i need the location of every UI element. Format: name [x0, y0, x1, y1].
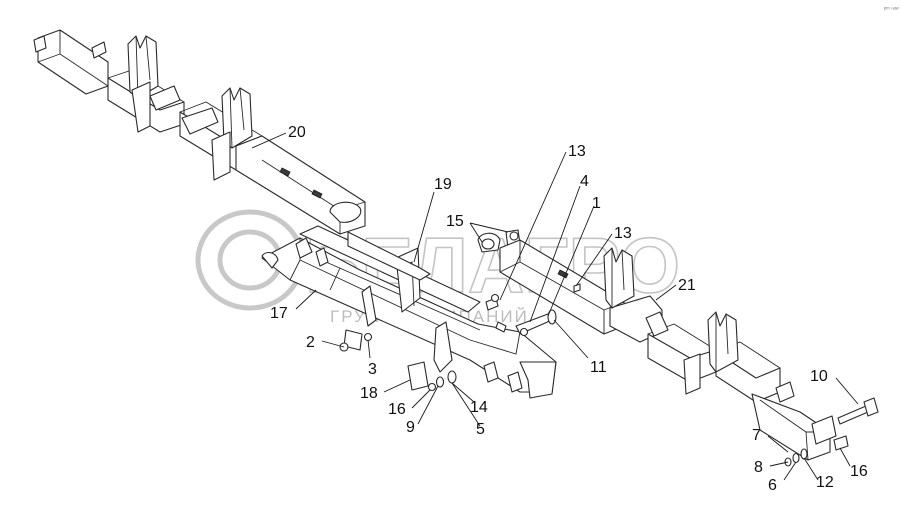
- callout-6: 6: [768, 477, 777, 494]
- callout-13-mid: 13: [614, 225, 632, 242]
- leader-lines: [251, 132, 859, 481]
- main-beam-left: [33, 29, 366, 235]
- callout-11: 11: [590, 359, 607, 376]
- callout-14: 14: [470, 399, 488, 416]
- callout-20: 20: [288, 124, 306, 141]
- callout-15: 15: [446, 213, 464, 230]
- callouts: 20 19 13 4 1 15 13 21 17 2 3 18 16 9 14 …: [270, 124, 868, 494]
- callout-4: 4: [580, 173, 589, 190]
- callout-16-left: 16: [388, 401, 406, 418]
- callout-3: 3: [368, 361, 377, 378]
- corner-mark: ᵖᵐ ⁿᵃʷ: [884, 6, 899, 13]
- callout-10: 10: [810, 368, 828, 385]
- callout-13-top: 13: [568, 143, 586, 160]
- callout-1: 1: [592, 195, 601, 212]
- right-hardware: [573, 283, 879, 467]
- callout-19: 19: [434, 176, 452, 193]
- hanger-and-fasteners: [339, 285, 557, 392]
- mounting-brackets-left: [127, 35, 253, 181]
- callout-8: 8: [754, 459, 763, 476]
- vertical-bracket: [347, 231, 431, 313]
- mounting-brackets-right: [603, 247, 795, 403]
- callout-7: 7: [752, 427, 761, 444]
- callout-5: 5: [476, 421, 485, 438]
- callout-9: 9: [406, 419, 415, 436]
- callout-12: 12: [816, 474, 834, 491]
- callout-16-right: 16: [850, 463, 868, 480]
- callout-18: 18: [360, 385, 378, 402]
- callout-17: 17: [270, 305, 288, 322]
- callout-21: 21: [678, 277, 696, 294]
- central-frame: [261, 225, 557, 399]
- callout-2: 2: [306, 334, 315, 351]
